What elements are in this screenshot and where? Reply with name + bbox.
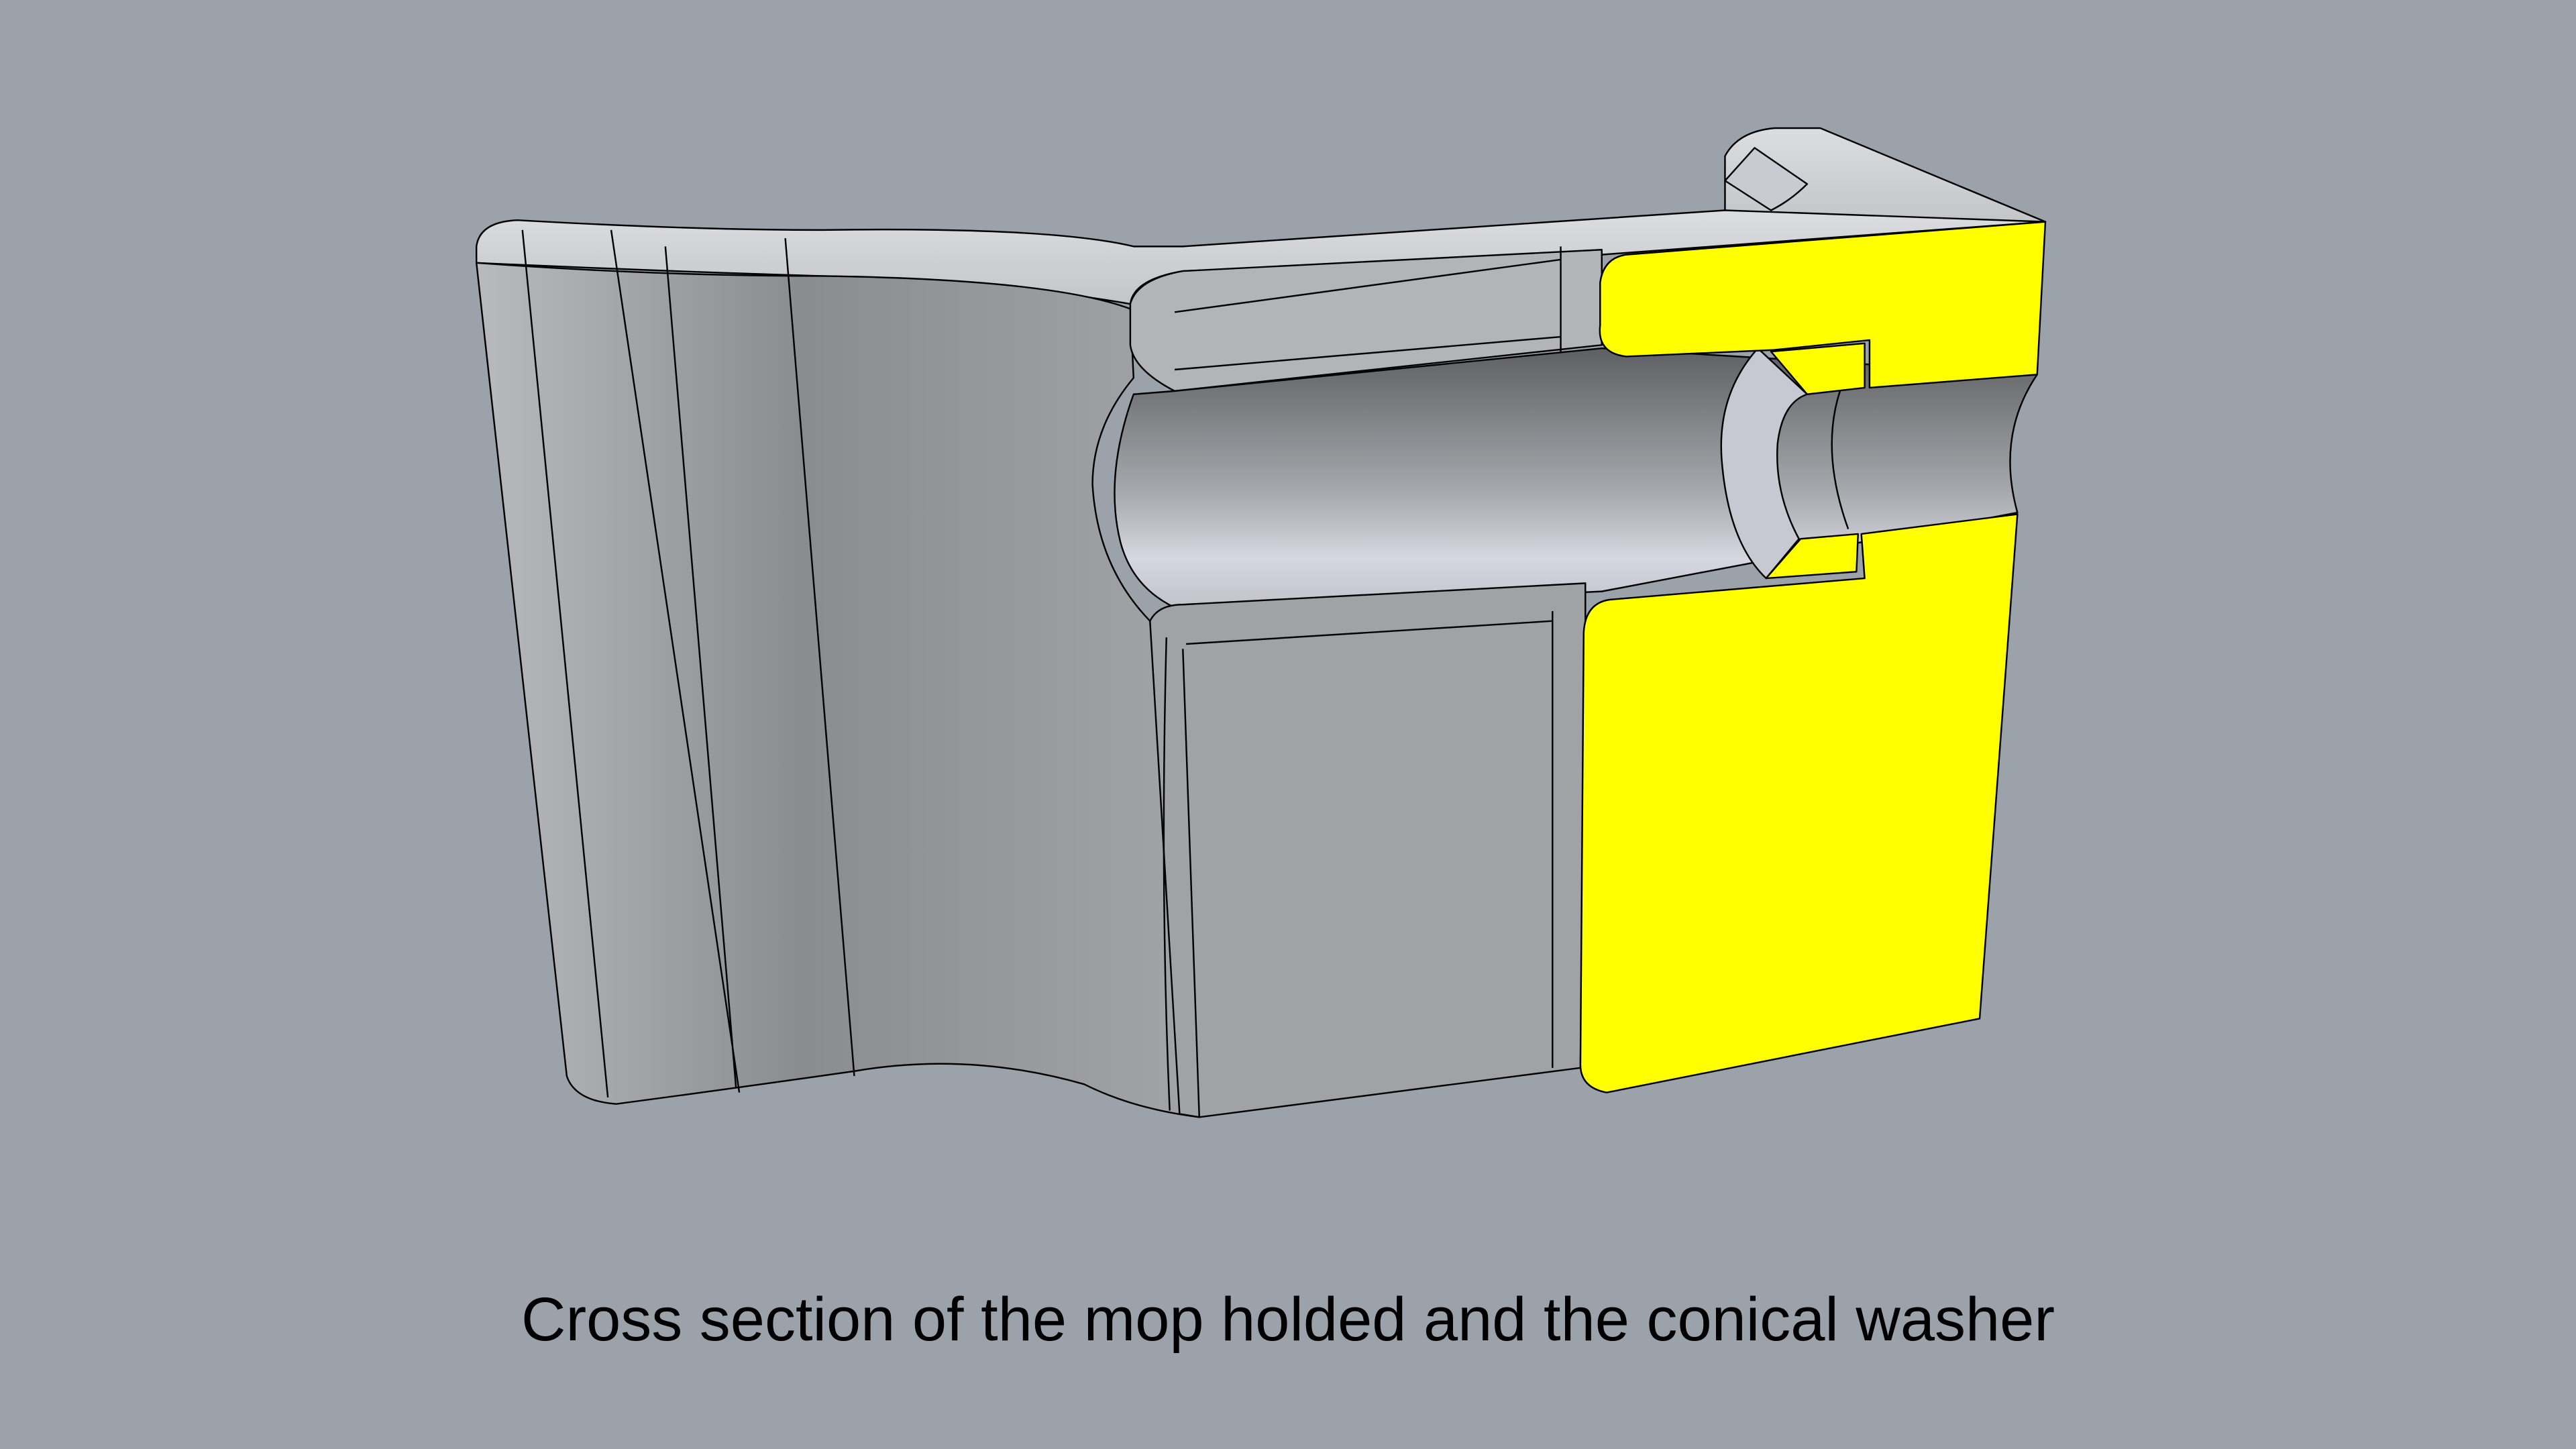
lower-rib-fillet bbox=[1163, 611, 1554, 1118]
section-upper bbox=[1599, 221, 2047, 389]
upper-rib bbox=[1129, 249, 1603, 392]
edge-line bbox=[521, 229, 855, 1098]
bore-step bbox=[1831, 390, 1849, 529]
back-tab bbox=[1724, 127, 2047, 223]
upper-rib-fillet bbox=[1174, 246, 1562, 371]
bore-countersink bbox=[1720, 347, 1809, 580]
section-lower bbox=[1579, 513, 2019, 1093]
caption: Cross section of the mop holded and the … bbox=[521, 1285, 2055, 1354]
washer-upper bbox=[1770, 342, 1866, 395]
lower-front-face bbox=[1149, 582, 1587, 1118]
washer-lower bbox=[1765, 533, 1860, 580]
tab-slot bbox=[1724, 147, 1809, 211]
front-face-left bbox=[475, 262, 1200, 1118]
